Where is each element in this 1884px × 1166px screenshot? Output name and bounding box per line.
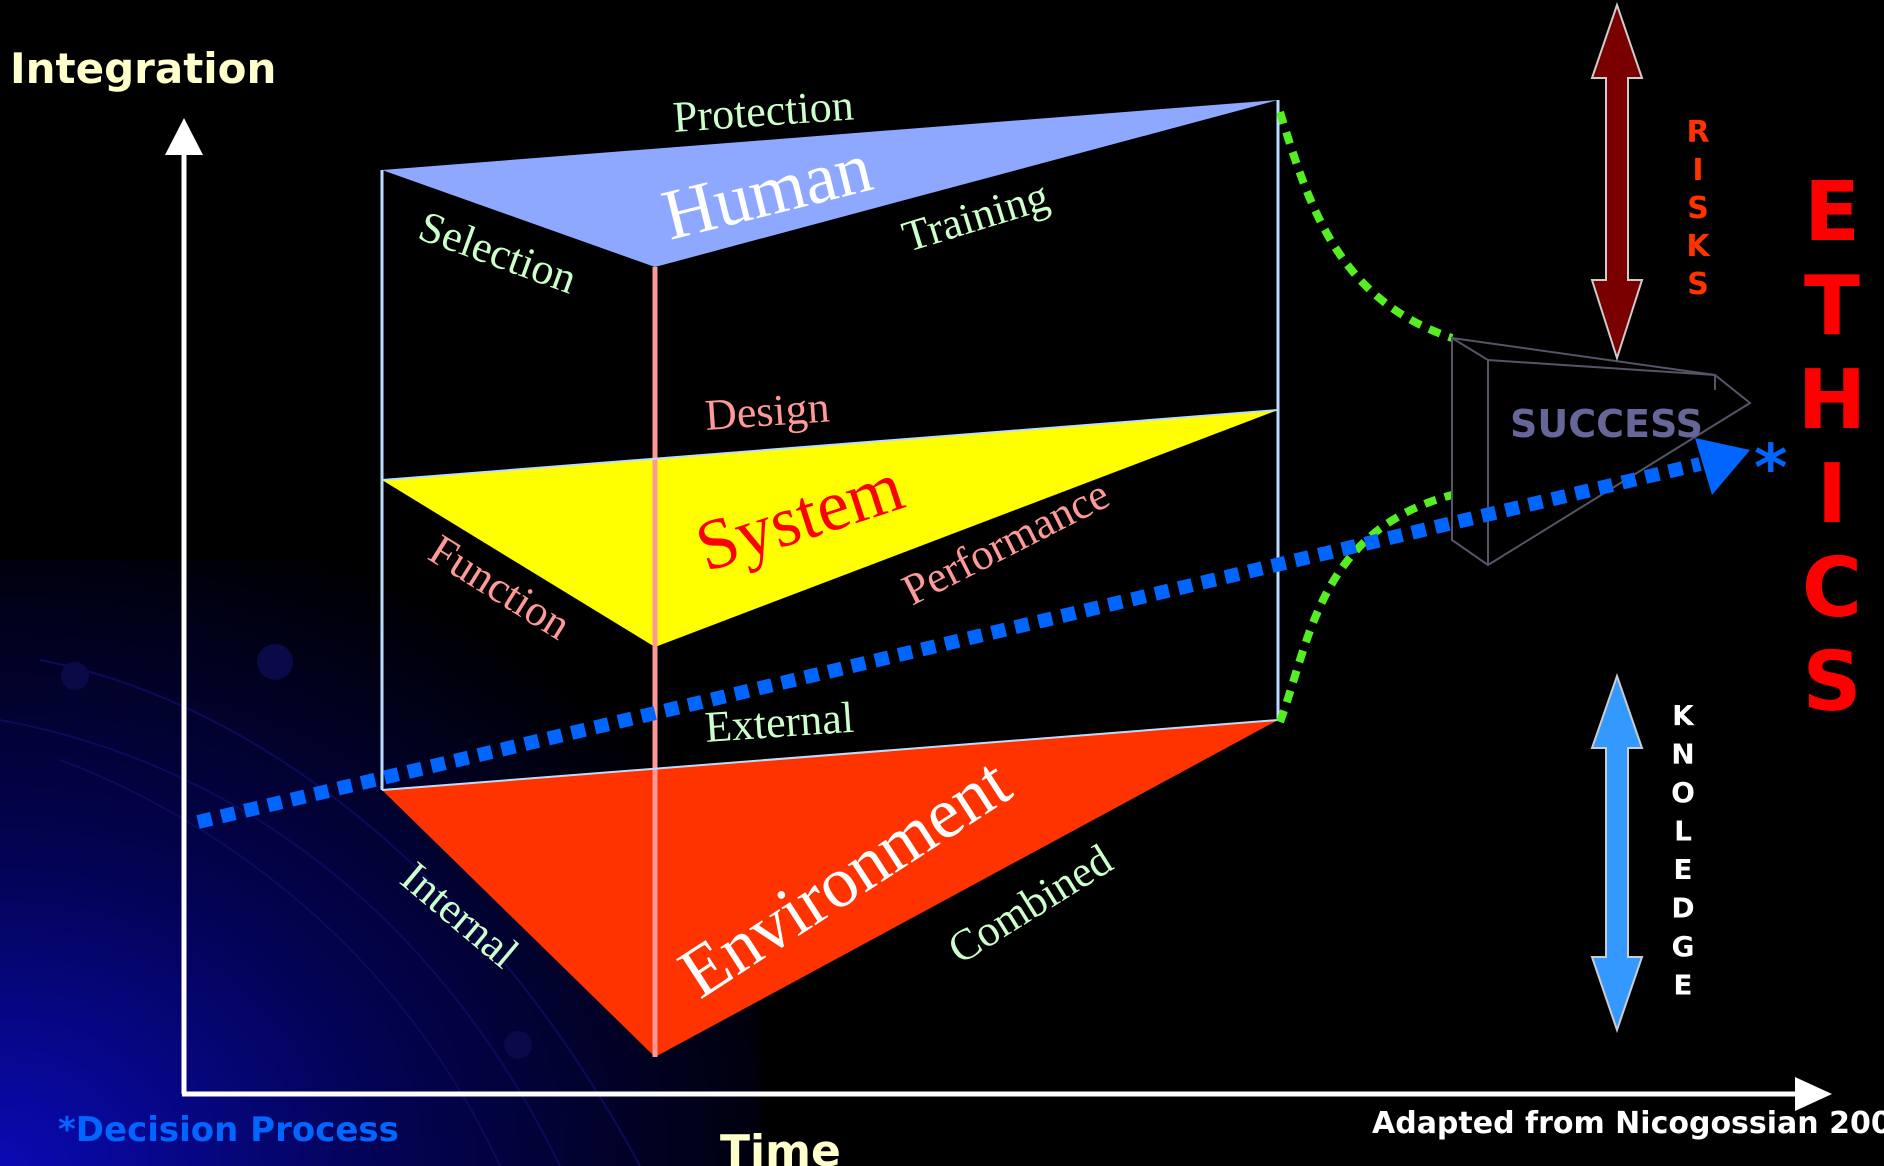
ethics-letter: T <box>1804 259 1860 354</box>
decision-path-arrowhead <box>1695 438 1750 495</box>
success-prism <box>1451 336 1752 567</box>
knowledge-arrow <box>1590 672 1644 1034</box>
success-label: SUCCESS <box>1510 402 1703 446</box>
credit-text: Adapted from Nicogossian 2001 <box>1372 1106 1884 1141</box>
system-triangle <box>382 410 1278 647</box>
knowledge-letter: E <box>1673 853 1692 886</box>
ethics-letter: C <box>1802 541 1862 636</box>
risks-letter: S <box>1687 267 1709 302</box>
axes: Integration Time <box>10 44 1832 1166</box>
x-axis-label: Time <box>720 1126 841 1166</box>
environment-top-edge <box>381 719 1279 791</box>
ethics-letter: H <box>1798 353 1867 448</box>
y-axis-label: Integration <box>10 44 276 93</box>
success-path-upper <box>1276 110 1454 342</box>
knowledge-letter: N <box>1671 738 1694 771</box>
knowledge-letter: K <box>1672 699 1695 732</box>
success-path-lower <box>1276 491 1454 724</box>
system-top-edge <box>381 409 1279 481</box>
risks-arrow <box>1590 1 1644 362</box>
prism <box>380 100 1280 1057</box>
risks-letter: I <box>1692 153 1703 188</box>
knowledge-letter: L <box>1674 815 1692 848</box>
risks-letter: K <box>1686 229 1711 264</box>
y-axis-arrowhead <box>165 118 203 155</box>
decision-process-footnote: *Decision Process <box>58 1110 399 1150</box>
knowledge-letter: D <box>1671 892 1694 925</box>
ethics-letter: I <box>1817 447 1848 542</box>
knowledge-letter: O <box>1671 776 1695 809</box>
environment-external-label: External <box>703 693 855 752</box>
environment-triangle <box>382 720 1278 1057</box>
ethics-letter: E <box>1804 165 1860 260</box>
knowledge-letter: E <box>1673 969 1692 1002</box>
risks-letter: S <box>1687 191 1709 226</box>
ethics-letter: S <box>1802 635 1861 730</box>
system-design-label: Design <box>703 382 831 440</box>
knowledge-letter: G <box>1672 930 1695 963</box>
risks-letter: R <box>1686 115 1709 150</box>
decision-path: * <box>196 432 1787 829</box>
human-protection-label: Protection <box>671 80 855 141</box>
decision-marker: * <box>1754 432 1787 506</box>
x-axis-arrowhead <box>1795 1077 1832 1111</box>
human-triangle <box>382 100 1278 267</box>
success-paths <box>1276 110 1454 724</box>
